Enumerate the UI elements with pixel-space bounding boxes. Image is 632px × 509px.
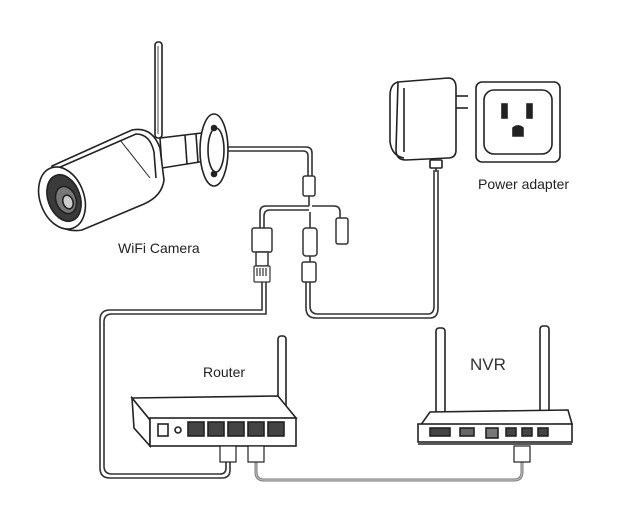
power-adapter-label: Power adapter <box>478 176 570 192</box>
cable-splitter <box>251 175 349 283</box>
camera-label: WiFi Camera <box>118 240 200 256</box>
cables <box>99 146 524 482</box>
camera-rj45-plug <box>253 265 271 283</box>
nvr-label: NVR <box>470 355 506 374</box>
wifi-camera-icon <box>37 41 229 232</box>
camera-cable <box>228 146 313 176</box>
nvr-rj45-plug <box>513 445 531 463</box>
router-nvr-cable <box>254 462 524 482</box>
wall-outlet-icon <box>475 81 561 163</box>
camera-ethernet-cable <box>99 282 263 479</box>
router-label: Router <box>203 364 246 380</box>
power-adapter-icon <box>389 77 468 172</box>
nvr-icon <box>417 325 574 445</box>
router-rj45-plugs <box>219 445 265 463</box>
router-icon <box>130 335 298 449</box>
